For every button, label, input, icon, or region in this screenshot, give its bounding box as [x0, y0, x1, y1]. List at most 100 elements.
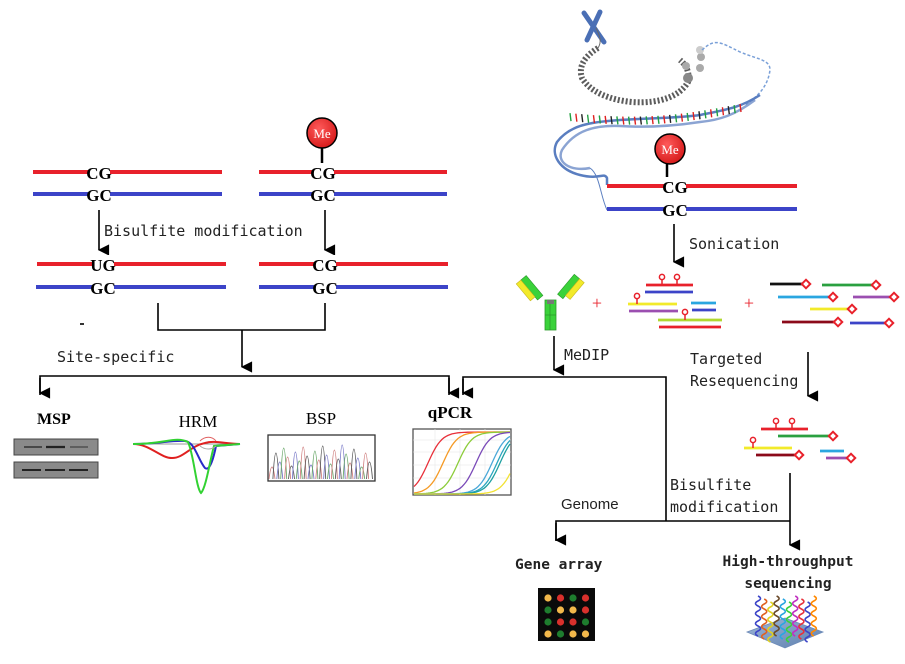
amplification-curve — [414, 473, 511, 495]
array-spot — [556, 594, 565, 602]
chromatogram-peak — [284, 456, 292, 480]
base-pair-rung — [569, 113, 572, 122]
base-pair-rung — [633, 116, 637, 125]
array-spot — [581, 606, 590, 614]
array-spot — [569, 606, 577, 614]
melting-curve-icon — [132, 436, 241, 495]
chromatogram-peak — [295, 460, 303, 480]
array-spot — [544, 618, 552, 626]
chromatogram-peak — [288, 465, 295, 480]
base-pair-rung — [645, 116, 648, 125]
bisulfite-modification-label: Bisulfite modification — [104, 222, 303, 240]
chromatogram-peak — [362, 452, 370, 480]
chromatogram-peak — [346, 462, 354, 480]
methylated-fragments — [628, 273, 722, 329]
array-spot — [544, 594, 552, 602]
genome-label: Genome — [561, 496, 619, 513]
chromatogram-peak — [338, 444, 346, 480]
array-spot — [581, 618, 590, 626]
chromatogram-peak — [350, 448, 358, 480]
base-pair-bottom: GC — [310, 186, 336, 205]
base-pair-rung — [651, 116, 654, 125]
hrm-label: HRM — [179, 412, 218, 431]
plus-sign: + — [592, 293, 602, 313]
sequencing-read — [754, 595, 762, 637]
sequencing-read — [767, 601, 774, 643]
qpcr-label: qPCR — [428, 403, 473, 422]
chromatogram-peak — [330, 449, 338, 480]
base-pair-rung — [727, 106, 730, 115]
site-specific-label: Site-specific — [57, 348, 174, 366]
base-pair-rung — [610, 116, 613, 125]
base-pair-rung — [627, 116, 631, 125]
medip-connector — [461, 376, 667, 521]
base-pair-bottom: GC — [662, 201, 688, 220]
sequencing-flowcell-icon — [745, 595, 825, 649]
chromatogram-peak — [276, 461, 284, 480]
sequencing-read — [779, 598, 787, 640]
chromatogram-peak — [358, 466, 366, 480]
genome-connector — [554, 520, 790, 546]
chromatogram-peak — [366, 461, 373, 480]
chromatogram-peak — [280, 447, 288, 480]
merge-connector — [80, 303, 326, 373]
methyl-group-icon — [306, 117, 338, 149]
base-pair-rung — [715, 108, 719, 117]
base-pair-rung — [680, 113, 684, 122]
chromatogram-peak — [334, 458, 342, 480]
base-pair-bottom: GC — [90, 279, 116, 298]
chromatogram-peak — [268, 466, 276, 480]
antibody-icon — [515, 273, 585, 331]
gel-electrophoresis-icon — [13, 438, 99, 479]
base-pair-rung — [686, 112, 689, 121]
base-pair-rung — [598, 115, 602, 124]
base-pair-rung — [581, 114, 584, 123]
hts-label-line1: High-throughput — [723, 554, 854, 570]
sequencing-read — [791, 595, 799, 637]
base-pair-rung — [616, 116, 619, 125]
sequencing-read — [760, 598, 768, 640]
array-spot — [569, 594, 577, 602]
sequencing-read — [798, 598, 805, 640]
base-pair-top: CG — [662, 178, 688, 197]
base-pair-rung — [733, 105, 736, 114]
microarray-icon — [538, 588, 595, 641]
base-pair-rung — [674, 114, 678, 123]
base-pair-top: CG — [312, 256, 338, 275]
chromatogram-peak — [272, 452, 280, 480]
base-pair-rung — [639, 116, 643, 125]
array-spot — [569, 630, 577, 638]
base-pair-bottom: GC — [86, 186, 112, 205]
base-pair-rung — [663, 115, 666, 124]
base-pair-rung — [657, 115, 660, 124]
amplification-curve — [413, 431, 510, 495]
chromosome-icon — [581, 9, 607, 49]
base-pair-rung — [709, 109, 713, 118]
gene-array-label: Gene array — [515, 557, 603, 573]
base-pair-top: CG — [310, 164, 336, 183]
methylated-dna-pair: Me CG GC — [259, 117, 447, 205]
chromatogram-peak — [307, 464, 315, 480]
dna-double-helix-icon — [553, 93, 761, 211]
methyl-label: Me — [313, 126, 331, 141]
sequencing-read — [773, 595, 780, 637]
array-spot — [544, 606, 552, 614]
sequencing-chromatogram-icon — [267, 434, 376, 482]
plus-sign: + — [744, 293, 754, 313]
base-pair-rung — [721, 107, 725, 116]
base-pair-rung — [592, 115, 596, 124]
array-spot — [569, 618, 577, 626]
chromatin-fiber-icon — [577, 41, 771, 106]
array-spot — [556, 618, 565, 626]
sonication-label: Sonication — [689, 235, 779, 253]
base-pair-top: CG — [86, 164, 112, 183]
methyl-label: Me — [661, 142, 679, 157]
array-spot — [581, 630, 590, 638]
methyl-group-icon — [654, 133, 686, 165]
chromatogram-peak — [303, 455, 311, 480]
array-spot — [544, 630, 552, 638]
chromatogram-peak — [323, 454, 331, 480]
captured-fragments — [744, 417, 857, 464]
targeted-label-line1: Targeted — [690, 350, 762, 368]
